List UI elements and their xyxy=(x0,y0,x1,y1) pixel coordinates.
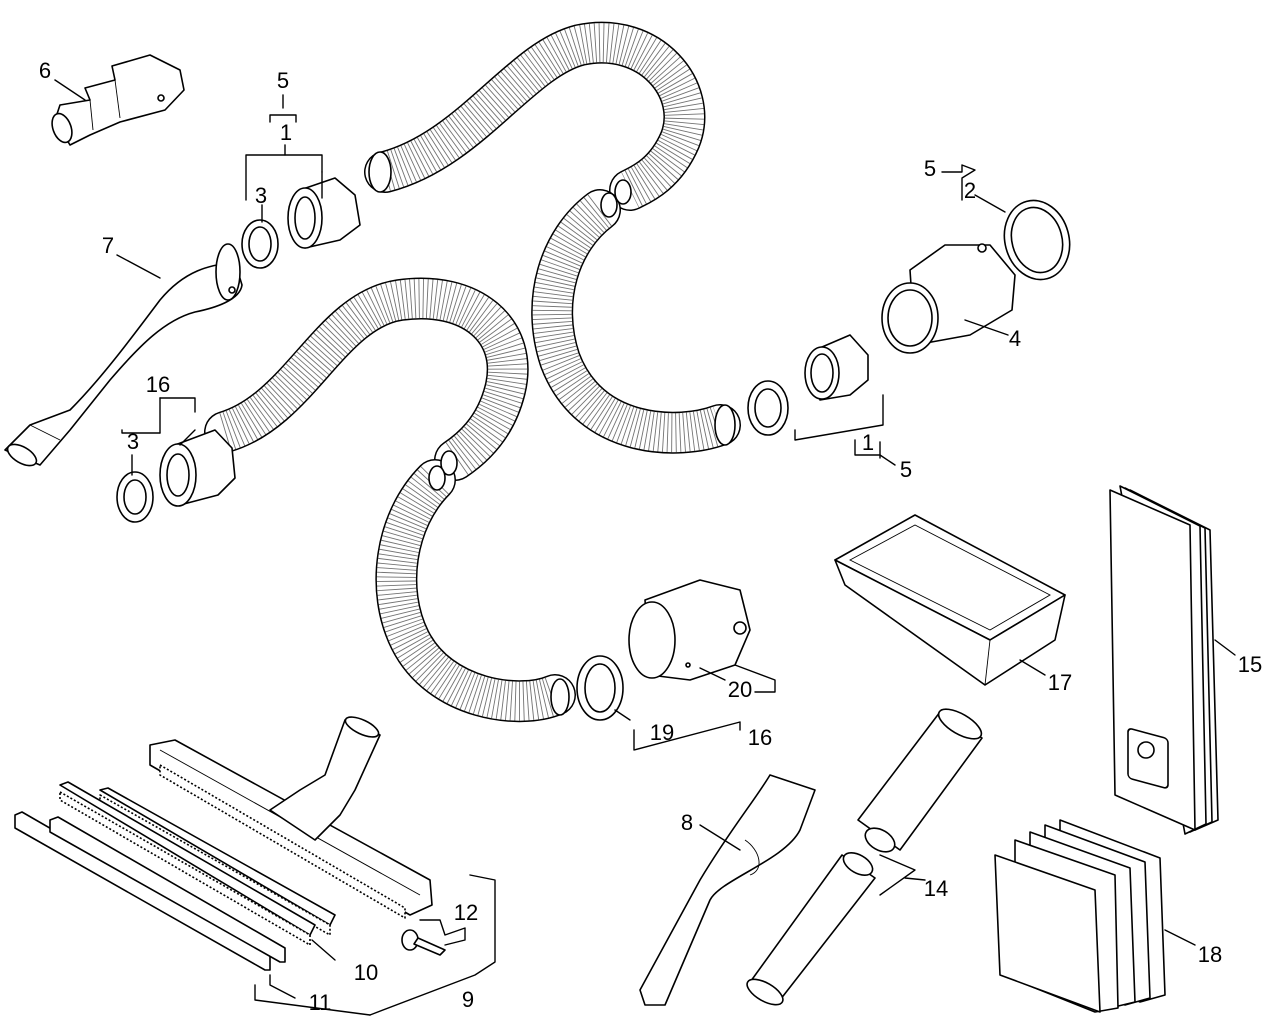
part-20-connection-sleeve xyxy=(628,579,751,681)
label-9: 9 xyxy=(462,987,474,1012)
label-11: 11 xyxy=(309,990,332,1015)
label-6: 6 xyxy=(39,58,51,83)
label-16-right: 16 xyxy=(748,725,772,750)
part-6-adapter-reducer xyxy=(51,54,185,146)
floor-nozzle-body xyxy=(149,716,433,919)
label-15: 15 xyxy=(1238,652,1262,677)
part-3-clamp-ring-upper xyxy=(241,219,279,269)
lower-suction-hose xyxy=(204,277,576,723)
part-11-rubber-strips xyxy=(14,811,286,971)
label-12: 12 xyxy=(454,900,478,925)
label-2: 2 xyxy=(964,178,976,203)
part-10-squeegee-strips xyxy=(59,781,336,946)
label-5-right-bottom: 5 xyxy=(900,457,912,482)
part-3-clamp-ring-lower xyxy=(116,471,154,523)
upper-suction-hose xyxy=(364,21,741,454)
label-8: 8 xyxy=(681,810,693,835)
label-18: 18 xyxy=(1198,942,1222,967)
part-16-hose-connector xyxy=(159,429,236,507)
label-14: 14 xyxy=(924,876,948,901)
part-15-paper-filter-bags xyxy=(1109,485,1219,835)
part-18-filter-bag-stack xyxy=(994,819,1166,1013)
label-19: 19 xyxy=(650,720,674,745)
part-8-crevice-nozzle xyxy=(639,774,816,1006)
part-labels: 6 5 1 3 7 16 3 5 2 4 1 5 20 19 16 17 15 … xyxy=(39,58,1262,1015)
leader-lines xyxy=(54,79,1236,1016)
label-3-top: 3 xyxy=(255,183,267,208)
part-4-tank-adapter xyxy=(881,243,1016,354)
label-7: 7 xyxy=(102,233,114,258)
label-3-bottom: 3 xyxy=(127,429,139,454)
label-1-right: 1 xyxy=(862,430,874,455)
part-1-clamp-ring-right xyxy=(747,380,789,436)
part-7-bent-handle xyxy=(4,243,243,467)
label-5-right-top: 5 xyxy=(924,156,936,181)
label-20: 20 xyxy=(728,677,752,702)
part-2-ring-seal xyxy=(1003,199,1071,281)
label-16-left: 16 xyxy=(146,372,170,397)
part-17-flat-pleated-filter xyxy=(834,514,1066,686)
part-1-hose-connector-right xyxy=(804,334,869,401)
label-10: 10 xyxy=(354,960,378,985)
part-14-extension-tubes xyxy=(746,708,983,1006)
part-12-wheel-axle xyxy=(401,929,446,956)
label-5-top: 5 xyxy=(277,68,289,93)
part-19-bayonet-ring xyxy=(576,655,624,721)
label-17: 17 xyxy=(1048,670,1072,695)
part-1-hose-connector-upper xyxy=(287,177,361,249)
label-4: 4 xyxy=(1009,326,1021,351)
label-1-top: 1 xyxy=(280,120,292,145)
